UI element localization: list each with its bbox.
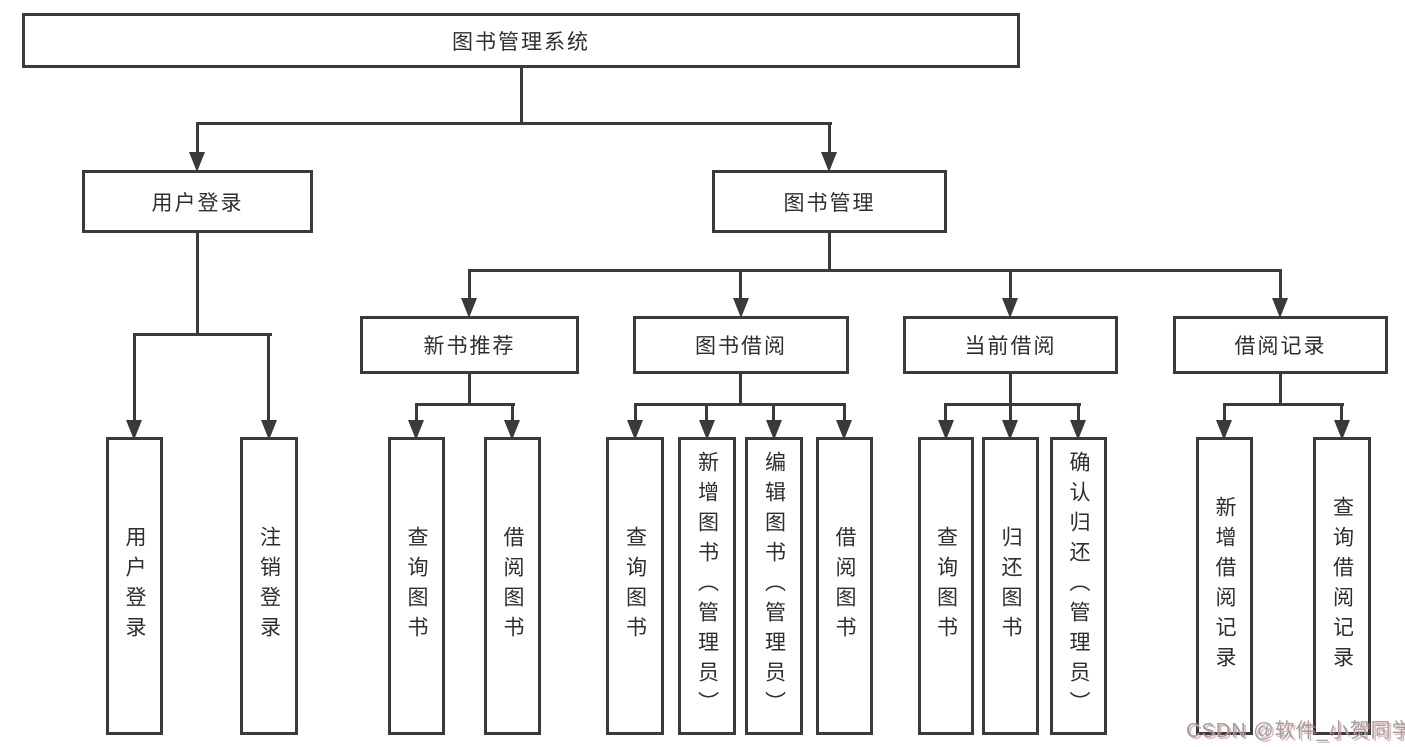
- leaf-bb-borrow-book: 借阅图书: [816, 437, 873, 735]
- leaf-cb-confirm-return: 确认归还（管理员）: [1050, 437, 1107, 735]
- connector-line: [1009, 403, 1012, 422]
- connector-line: [828, 122, 831, 155]
- node-current-borrow: 当前借阅: [903, 316, 1118, 374]
- connector-line: [1009, 374, 1012, 406]
- arrow-down-icon: [733, 298, 749, 318]
- connector-line: [1279, 269, 1282, 300]
- leaf-cb-query-book: 查询图书: [918, 437, 974, 735]
- leaf-nbr-query-book: 查询图书: [388, 437, 445, 735]
- connector-line: [772, 403, 775, 422]
- node-book-management: 图书管理: [712, 170, 947, 233]
- connector-line: [634, 403, 846, 406]
- connector-line: [468, 374, 471, 406]
- arrow-down-icon: [938, 420, 954, 440]
- arrow-down-icon: [627, 420, 643, 440]
- connector-line: [196, 122, 832, 125]
- arrow-down-icon: [836, 420, 852, 440]
- leaf-logout: 注销登录: [240, 437, 298, 735]
- leaf-br-query-record: 查询借阅记录: [1313, 437, 1371, 735]
- connector-line: [196, 122, 199, 155]
- connector-line: [415, 403, 515, 406]
- node-user-login: 用户登录: [82, 170, 313, 233]
- connector-line: [468, 269, 1282, 272]
- connector-line: [415, 403, 418, 422]
- connector-line: [1009, 269, 1012, 300]
- connector-line: [520, 68, 523, 122]
- connector-line: [828, 233, 831, 272]
- arrow-down-icon: [261, 420, 277, 440]
- connector-line: [133, 333, 136, 422]
- connector-line: [739, 374, 742, 406]
- connector-line: [134, 333, 272, 336]
- leaf-cb-return-book: 归还图书: [982, 437, 1039, 735]
- node-root: 图书管理系统: [22, 13, 1020, 68]
- arrow-down-icon: [504, 420, 520, 440]
- arrow-down-icon: [461, 298, 477, 318]
- connector-line: [944, 403, 947, 422]
- arrow-down-icon: [1216, 420, 1232, 440]
- connector-line: [634, 403, 637, 422]
- connector-line: [511, 403, 514, 422]
- leaf-bb-edit-book: 编辑图书（管理员）: [745, 437, 803, 735]
- connector-line: [267, 333, 270, 422]
- node-book-borrow: 图书借阅: [633, 316, 849, 374]
- arrow-down-icon: [1070, 420, 1086, 440]
- arrow-down-icon: [1002, 298, 1018, 318]
- connector-line: [1340, 403, 1343, 422]
- leaf-br-add-record: 新增借阅记录: [1196, 437, 1253, 735]
- connector-line: [705, 403, 708, 422]
- connector-line: [1279, 374, 1282, 406]
- arrow-down-icon: [699, 420, 715, 440]
- connector-line: [196, 233, 199, 336]
- connector-line: [739, 269, 742, 300]
- arrow-down-icon: [408, 420, 424, 440]
- connector-line: [1077, 403, 1080, 422]
- connector-line: [1223, 403, 1344, 406]
- arrow-down-icon: [1334, 420, 1350, 440]
- connector-line: [1223, 403, 1226, 422]
- leaf-bb-add-book: 新增图书（管理员）: [678, 437, 736, 735]
- csdn-watermark: CSDN @软件_小贺同学: [1186, 720, 1405, 742]
- leaf-bb-query-book: 查询图书: [606, 437, 664, 735]
- connector-line: [468, 269, 471, 300]
- arrow-down-icon: [766, 420, 782, 440]
- node-borrow-record: 借阅记录: [1173, 316, 1388, 374]
- arrow-down-icon: [126, 420, 142, 440]
- arrow-down-icon: [1002, 420, 1018, 440]
- connector-line: [944, 403, 1081, 406]
- leaf-nbr-borrow-book: 借阅图书: [484, 437, 541, 735]
- connector-line: [843, 403, 846, 422]
- node-new-book-recommend: 新书推荐: [360, 316, 579, 374]
- arrow-down-icon: [1272, 298, 1288, 318]
- arrow-down-icon: [821, 152, 837, 172]
- leaf-user-login: 用户登录: [106, 437, 163, 735]
- arrow-down-icon: [189, 152, 205, 172]
